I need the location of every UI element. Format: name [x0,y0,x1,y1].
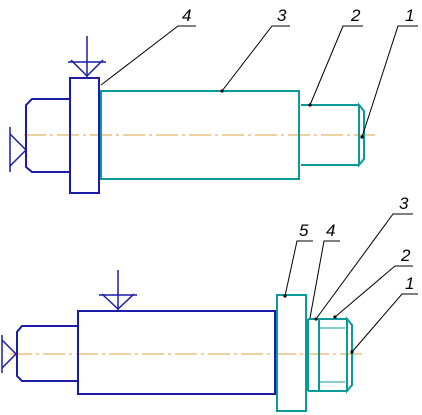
bottom-surface-2-cylinder [319,318,347,392]
clamp-symbol [99,270,137,311]
bottom-label-5: 5 [299,221,309,240]
bottom-label-1: 1 [405,274,414,293]
top-leader-dots [220,89,364,139]
support-symbol [9,127,28,172]
bottom-label-2: 2 [400,246,411,265]
top-surface-1-end-chamfer [358,102,365,168]
top-label-2: 2 [350,6,361,25]
top-surface-3-main-cylinder [100,90,300,180]
bottom-label-4: 4 [326,221,335,240]
bottom-leader-lines [284,213,418,353]
top-collar [69,77,100,194]
support-symbol [1,335,18,373]
bottom-main-cylinder [77,310,276,395]
top-label-1: 1 [405,6,414,25]
top-label-4: 4 [182,6,191,25]
top-leader-lines [100,25,418,138]
top-view [9,25,418,194]
bottom-label-3: 3 [399,194,409,213]
bottom-surface-1-end-chamfer [346,316,353,394]
clamp-symbol [68,36,106,78]
top-label-3: 3 [277,6,287,25]
bottom-view [1,213,418,412]
bottom-leader-dots [283,294,354,354]
bottom-chamfer-inner [319,327,345,383]
bottom-surface-5-collar [276,294,307,412]
bottom-surface-3-step [308,318,320,392]
top-chuck-stub [25,98,70,173]
